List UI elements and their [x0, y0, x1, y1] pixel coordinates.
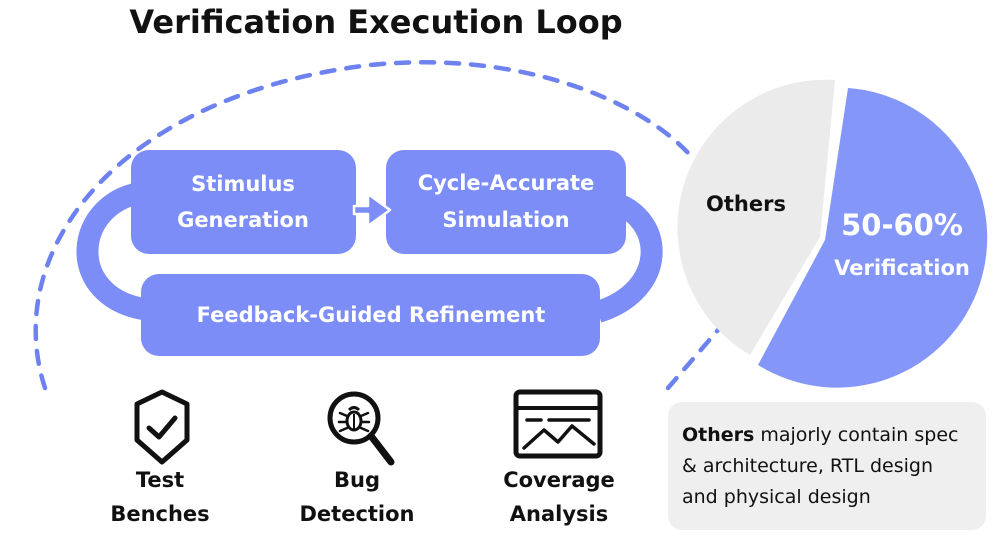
pie-label-percent: 50-60% — [841, 208, 963, 242]
feedback-refinement-box — [141, 274, 600, 356]
coverage-analysis-label-line2: Analysis — [510, 502, 608, 526]
loop-arc-left — [76, 181, 152, 321]
others-note-text: majorly contain spec & architecture, RTL… — [682, 424, 959, 508]
coverage-analysis-label-line1: Coverage — [503, 468, 615, 492]
bug-magnifier-icon — [327, 391, 395, 466]
arrow-stimulus-to-simulation — [352, 192, 392, 228]
stimulus-label-line1: Stimulus — [191, 172, 295, 196]
loop-arc-right — [594, 192, 663, 323]
chart-window-icon — [513, 389, 603, 459]
others-note-bold: Others — [682, 424, 755, 446]
pie-label-verification: Verification — [834, 256, 970, 280]
simulation-label-line2: Simulation — [442, 208, 569, 232]
bug-detection-label-line2: Detection — [299, 502, 414, 526]
stimulus-label-line2: Generation — [177, 208, 309, 232]
pie-slice-verification — [758, 88, 988, 388]
pie-label-others: Others — [706, 192, 786, 216]
simulation-label-line1: Cycle-Accurate — [418, 171, 595, 195]
test-benches-label-line1: Test — [136, 468, 184, 492]
cycle-accurate-simulation-box — [386, 150, 626, 254]
feedback-label: Feedback-Guided Refinement — [197, 303, 546, 327]
diagram-title: Verification Execution Loop — [129, 3, 622, 41]
bug-detection-label-line1: Bug — [334, 468, 380, 492]
stimulus-generation-box — [131, 150, 356, 254]
pie-chart — [677, 79, 988, 388]
others-note-box: Others majorly contain spec & architectu… — [668, 402, 986, 530]
pie-slice-others — [677, 79, 835, 355]
dashed-loop-arc-bottom — [665, 327, 721, 391]
test-benches-label-line2: Benches — [110, 502, 209, 526]
shield-check-icon — [134, 389, 190, 465]
